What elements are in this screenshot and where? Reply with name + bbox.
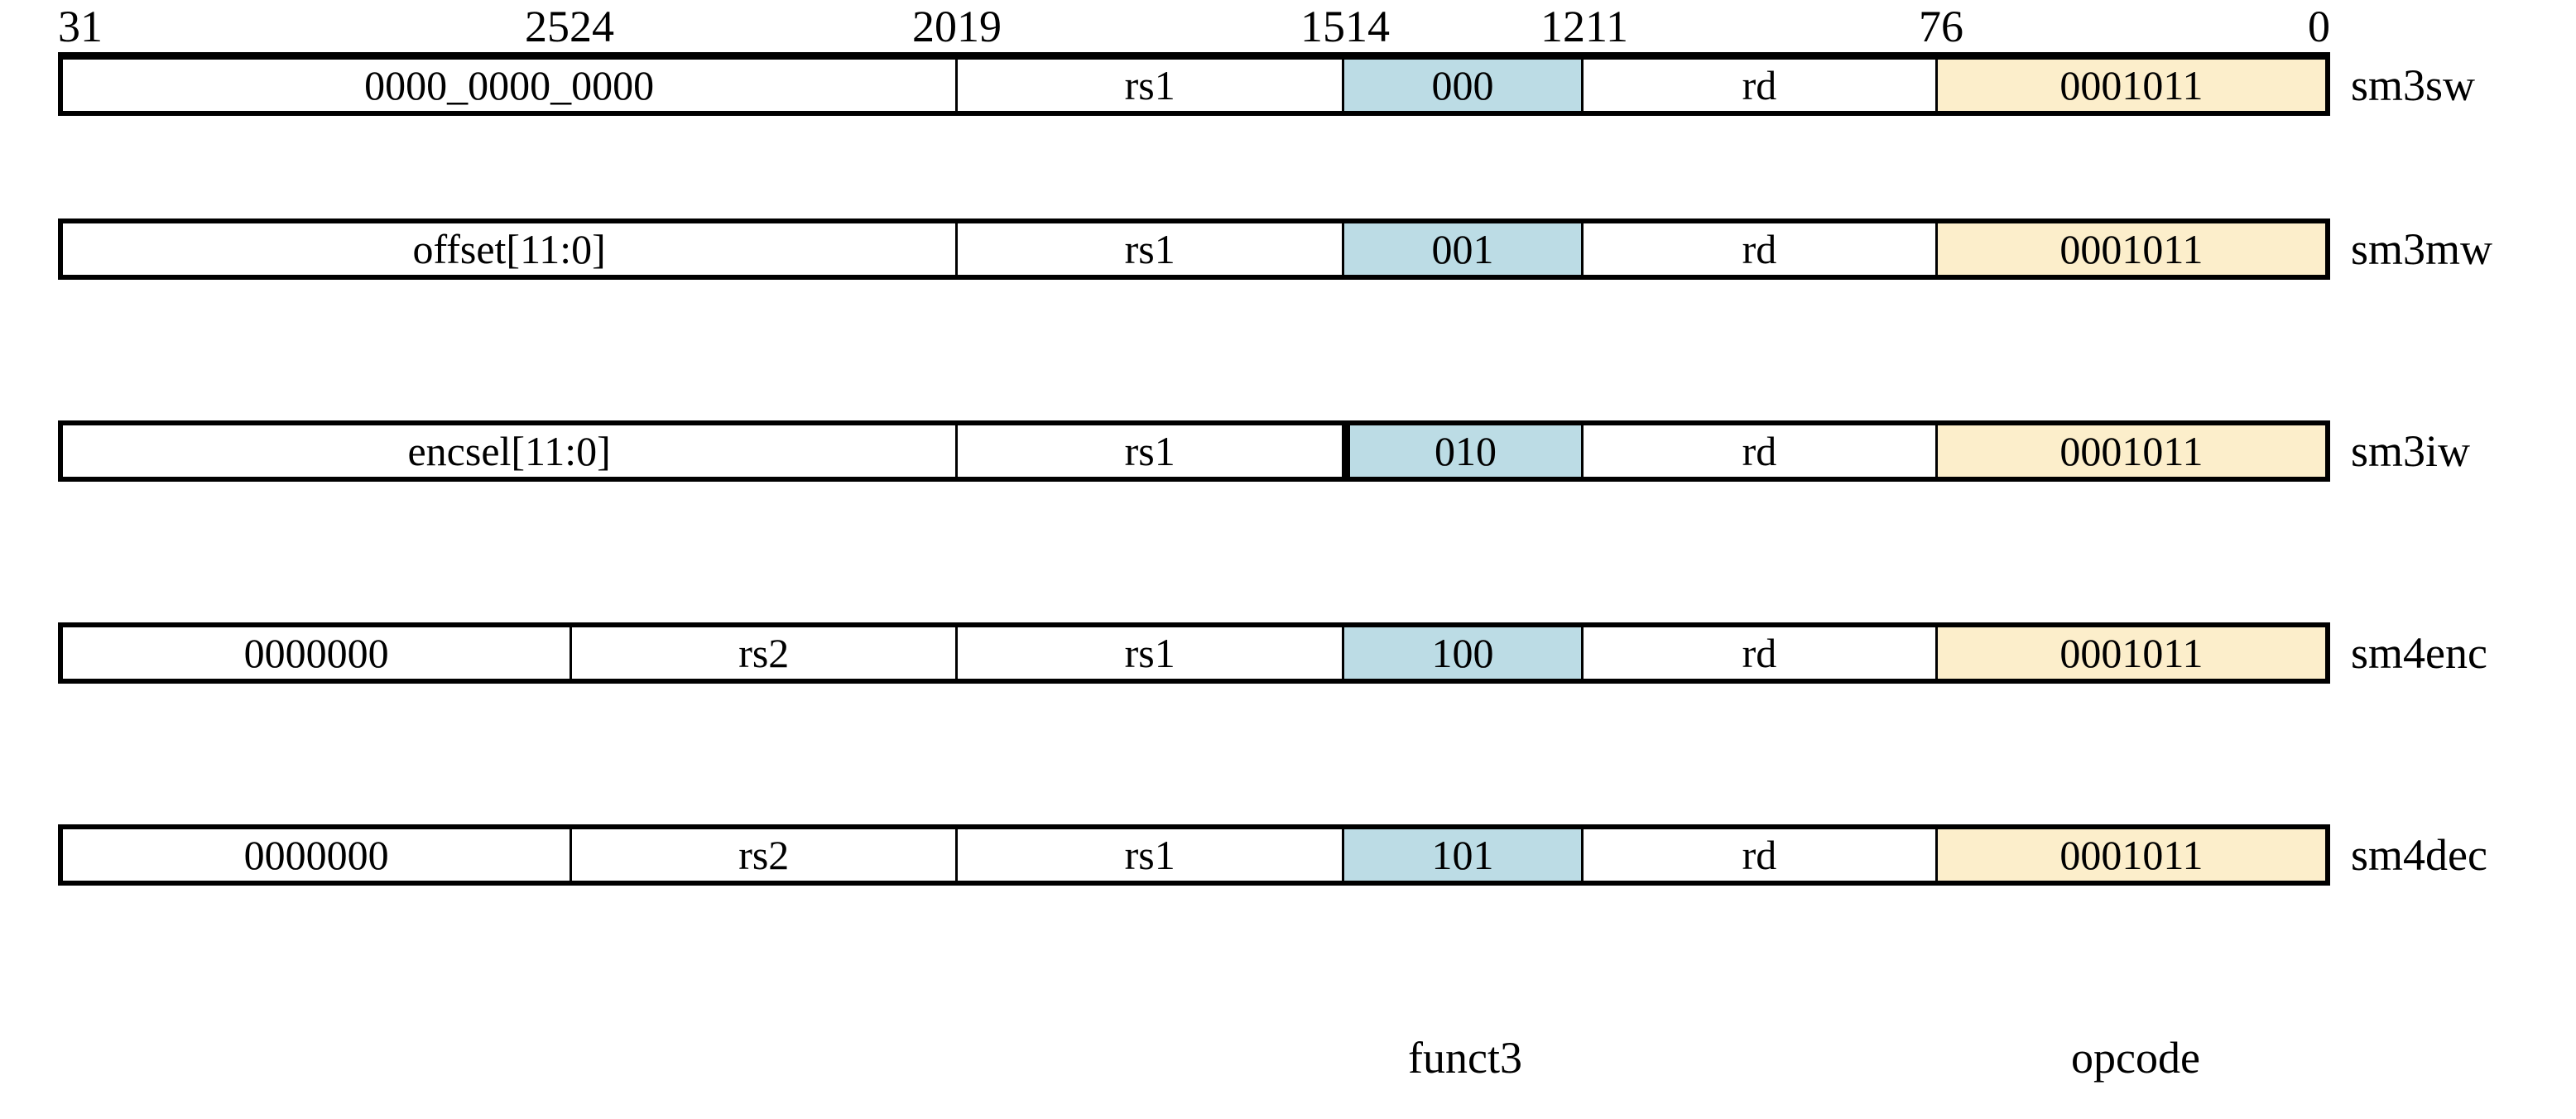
instruction-mnemonic-sm4enc: sm4enc bbox=[2351, 628, 2487, 678]
bit-index-20: 20 bbox=[912, 2, 957, 51]
field-rd-sm3iw: rd bbox=[1583, 425, 1939, 477]
field-opcode-sm3iw: 0001011 bbox=[1938, 425, 2325, 477]
field-rd-sm4dec: rd bbox=[1583, 829, 1938, 881]
field-opcode-sm3sw: 0001011 bbox=[1938, 60, 2325, 111]
field-funct3-sm4dec: 101 bbox=[1344, 829, 1584, 881]
bit-index-31: 31 bbox=[58, 2, 103, 51]
field-funct7-sm4enc: 0000000 bbox=[63, 627, 573, 679]
field-funct3-sm3mw: 001 bbox=[1344, 223, 1584, 275]
bit-index-19: 19 bbox=[957, 2, 1002, 51]
field-funct3-sm3sw: 000 bbox=[1344, 60, 1584, 111]
bit-index-15: 15 bbox=[1300, 2, 1345, 51]
bit-index-0: 0 bbox=[2308, 2, 2330, 51]
field-rd-sm4enc: rd bbox=[1583, 627, 1938, 679]
field-funct3-sm3iw: 010 bbox=[1344, 425, 1584, 477]
instruction-mnemonic-sm4dec: sm4dec bbox=[2351, 830, 2487, 880]
field-opcode-sm3mw: 0001011 bbox=[1938, 223, 2325, 275]
bit-index-12: 12 bbox=[1540, 2, 1585, 51]
field-funct3-sm4enc: 100 bbox=[1344, 627, 1584, 679]
field-rd-sm3mw: rd bbox=[1583, 223, 1939, 275]
field-imm-sm3iw: encsel[11:0] bbox=[63, 425, 959, 477]
instruction-mnemonic-sm3mw: sm3mw bbox=[2351, 224, 2493, 274]
bit-index-14: 14 bbox=[1344, 2, 1390, 51]
field-funct7-sm4dec: 0000000 bbox=[63, 829, 573, 881]
field-rs2-sm4dec: rs2 bbox=[572, 829, 959, 881]
bit-index-24: 24 bbox=[569, 2, 614, 51]
field-rs1-sm3mw: rs1 bbox=[958, 223, 1345, 275]
field-opcode-sm4enc: 0001011 bbox=[1938, 627, 2325, 679]
instruction-mnemonic-sm3sw: sm3sw bbox=[2351, 60, 2476, 110]
field-rs1-sm4dec: rs1 bbox=[958, 829, 1345, 881]
field-rs1-sm3iw: rs1 bbox=[958, 425, 1345, 477]
bit-index-25: 25 bbox=[524, 2, 570, 51]
field-opcode-sm4dec: 0001011 bbox=[1938, 829, 2325, 881]
field-rs1-sm3sw: rs1 bbox=[958, 60, 1345, 111]
field-imm-sm3sw: 0000_0000_0000 bbox=[63, 60, 959, 111]
instruction-mnemonic-sm3iw: sm3iw bbox=[2351, 426, 2471, 476]
field-rs2-sm4enc: rs2 bbox=[572, 627, 959, 679]
bit-index-7: 7 bbox=[1919, 2, 1941, 51]
caption-opcode: opcode bbox=[2071, 1033, 2200, 1083]
field-imm-sm3mw: offset[11:0] bbox=[63, 223, 959, 275]
bit-index-11: 11 bbox=[1584, 2, 1628, 51]
caption-funct3: funct3 bbox=[1408, 1033, 1522, 1083]
field-rd-sm3sw: rd bbox=[1583, 60, 1939, 111]
field-rs1-sm4enc: rs1 bbox=[958, 627, 1345, 679]
bit-index-6: 6 bbox=[1941, 2, 1963, 51]
